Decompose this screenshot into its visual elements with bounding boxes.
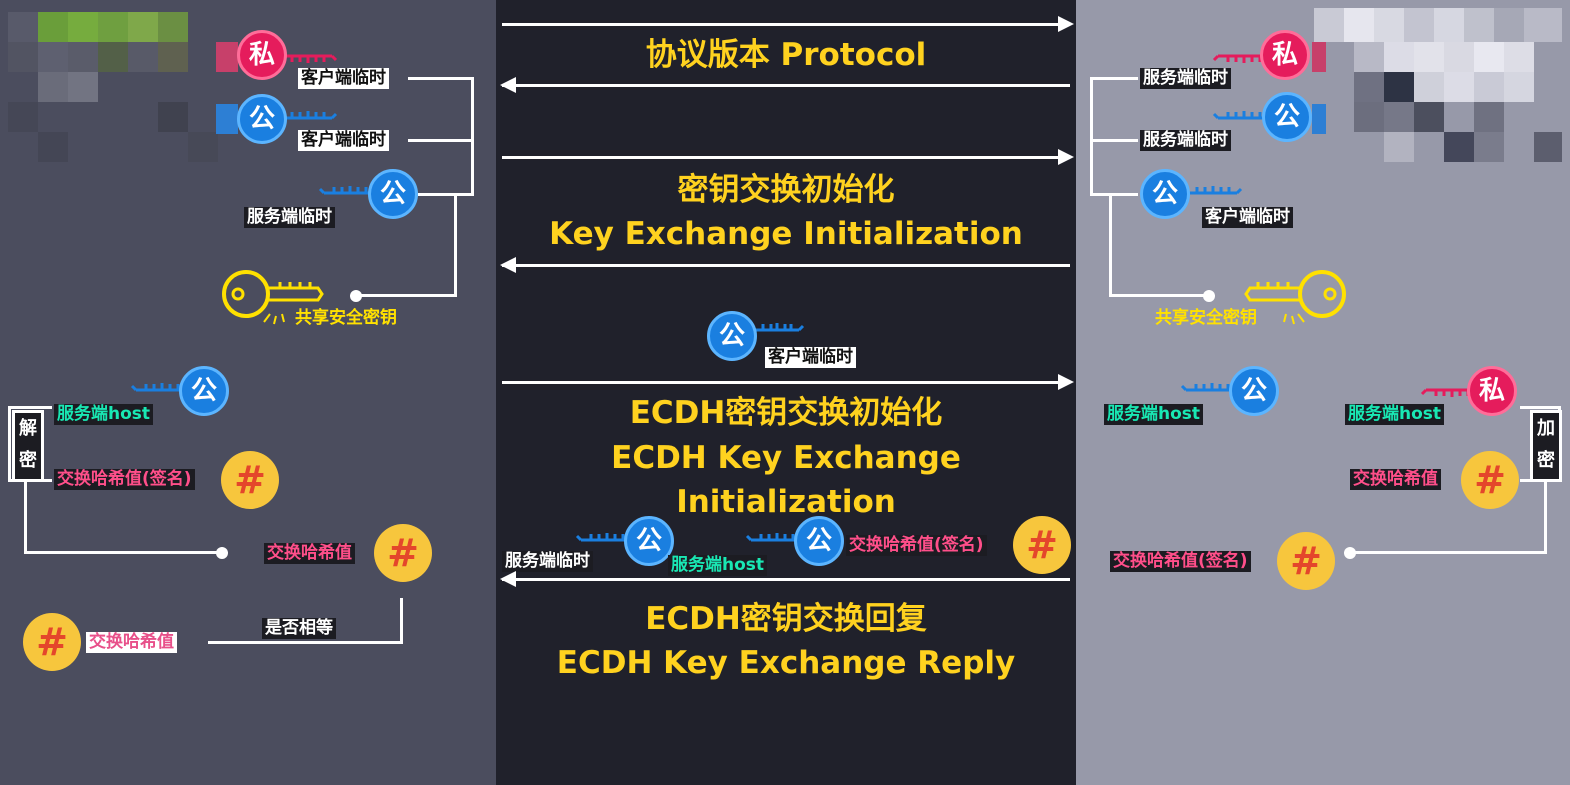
- private-key-icon: 私: [1260, 30, 1310, 80]
- connector-line: [1090, 193, 1138, 196]
- hash-icon: #: [1461, 451, 1519, 509]
- client-ephemeral-public-label: 客户端临时: [298, 130, 389, 151]
- connector-line: [1090, 77, 1138, 80]
- shared-secret-label: 共享安全密钥: [1155, 308, 1257, 328]
- connector-line: [1090, 139, 1138, 142]
- hash-icon: #: [23, 613, 81, 671]
- arrow-client-to-server: [502, 149, 1074, 165]
- shared-secret-key-icon: [222, 270, 324, 325]
- key-shaft-icon: [1212, 111, 1270, 120]
- key-shaft-icon: [575, 533, 631, 542]
- server-ephemeral-public-label: 服务端临时: [244, 207, 335, 228]
- hash-value-label: 交换哈希值: [264, 543, 355, 564]
- connector-line: [24, 551, 222, 554]
- public-key-icon: 公: [794, 516, 844, 566]
- public-key-icon: 公: [707, 311, 757, 361]
- connector-dot: [350, 290, 362, 302]
- connector-line: [471, 77, 474, 196]
- transport-panel: [496, 0, 1076, 785]
- shared-secret-label: 共享安全密钥: [295, 308, 397, 328]
- connector-dot: [216, 547, 228, 559]
- step-ecdh-reply-en: ECDH Key Exchange Reply: [556, 645, 1016, 681]
- connector-line: [8, 406, 11, 482]
- connector-line: [400, 598, 403, 644]
- connector-line: [418, 193, 474, 196]
- arrow-server-to-client: [500, 77, 1070, 93]
- public-key-icon: 公: [624, 516, 674, 566]
- hash-signed-label: 交换哈希值(签名): [54, 469, 195, 490]
- arrow-client-to-server: [502, 16, 1074, 32]
- connector-dot: [1344, 547, 1356, 559]
- hash-icon: #: [1277, 532, 1335, 590]
- step-ecdh-init-zh: ECDH密钥交换初始化: [629, 395, 943, 431]
- key-shaft-icon: [1180, 383, 1236, 392]
- private-key-icon: 私: [237, 30, 287, 80]
- server-host-public-label: 服务端host: [1104, 404, 1204, 425]
- step-ecdh-init-en: ECDH Key Exchange Initialization: [611, 440, 961, 520]
- connector-line: [1544, 482, 1547, 554]
- server-host-label: 服务端host: [54, 404, 154, 425]
- connector-line: [408, 77, 474, 80]
- step-ecdh-reply-zh: ECDH密钥交换回复: [645, 601, 927, 637]
- server-host-label: 服务端host: [668, 555, 768, 576]
- step-protocol-title: 协议版本 Protocol: [645, 37, 927, 73]
- connector-line: [1109, 194, 1112, 297]
- key-shaft-icon: [755, 323, 805, 332]
- connector-line: [1109, 294, 1209, 297]
- client-ephemeral-private-label: 客户端临时: [298, 68, 389, 89]
- connector-line: [24, 482, 27, 554]
- step-kexinit-en: Key Exchange Initialization: [549, 216, 1023, 252]
- connector-line: [408, 139, 474, 142]
- hash-icon: #: [1013, 516, 1071, 574]
- private-key-icon: 私: [1467, 366, 1517, 416]
- connector-line: [360, 294, 457, 297]
- arrow-server-to-client: [500, 257, 1070, 273]
- connector-line: [1090, 77, 1093, 196]
- hash-signed-label: 交换哈希值(签名): [846, 535, 987, 556]
- step-kexinit-zh: 密钥交换初始化: [677, 172, 895, 208]
- key-shaft-icon: [1185, 186, 1243, 195]
- decrypt-box: 解密: [12, 410, 44, 482]
- server-host-private-label: 服务端host: [1345, 404, 1445, 425]
- public-key-icon: 公: [1140, 169, 1190, 219]
- connector-line: [1520, 406, 1561, 409]
- connector-line: [1352, 551, 1547, 554]
- hash-icon: #: [374, 524, 432, 582]
- public-key-icon: 公: [1262, 92, 1312, 142]
- connector-dot: [1203, 290, 1215, 302]
- connector-line: [454, 194, 457, 297]
- key-shaft-icon: [318, 186, 374, 195]
- computed-hash-label: 交换哈希值: [86, 632, 177, 653]
- public-key-icon: 公: [368, 169, 418, 219]
- compare-label: 是否相等: [262, 618, 336, 639]
- server-ephemeral-label: 服务端临时: [502, 551, 593, 572]
- private-key-bar: [216, 42, 238, 72]
- arrow-server-to-client: [500, 571, 1070, 587]
- public-key-bar: [216, 104, 238, 134]
- hash-value-label: 交换哈希值: [1350, 469, 1441, 490]
- key-shaft-icon: [280, 54, 338, 63]
- public-key-icon: 公: [1229, 366, 1279, 416]
- key-shaft-icon: [745, 533, 801, 542]
- key-shaft-icon: [280, 111, 338, 120]
- server-ephemeral-public-label: 服务端临时: [1140, 130, 1231, 151]
- connector-line: [208, 641, 403, 644]
- arrow-client-to-server: [502, 374, 1074, 390]
- public-key-icon: 公: [179, 366, 229, 416]
- public-key-bar: [1312, 104, 1326, 134]
- public-key-icon: 公: [237, 94, 287, 144]
- server-ephemeral-private-label: 服务端临时: [1140, 68, 1231, 89]
- hash-signed-label: 交换哈希值(签名): [1110, 551, 1251, 572]
- encrypt-box: 加密: [1530, 410, 1562, 482]
- client-ephemeral-public-label: 客户端临时: [1202, 207, 1293, 228]
- key-shaft-icon: [130, 383, 186, 392]
- hash-icon: #: [221, 451, 279, 509]
- connector-line: [8, 406, 52, 409]
- client-ephemeral-label: 客户端临时: [765, 347, 856, 368]
- shared-secret-key-icon: [1244, 270, 1346, 325]
- private-key-bar: [1312, 42, 1326, 72]
